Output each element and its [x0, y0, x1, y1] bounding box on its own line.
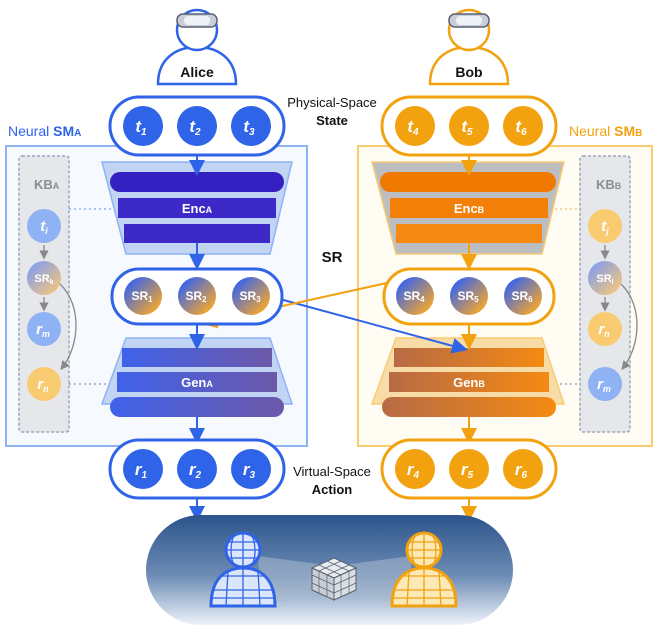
state-t6: t6 [503, 106, 543, 146]
svg-text:SR1: SR1 [131, 289, 153, 304]
sr-5: SR5 [450, 277, 488, 315]
kb-a-item-rn: rn [27, 367, 61, 401]
bob-vr-avatar-icon [390, 531, 458, 608]
svg-text:r4: r4 [407, 460, 420, 481]
action-r3: r3 [231, 449, 271, 489]
bob-name: Bob [455, 64, 482, 80]
generator-a: GenA [100, 337, 294, 417]
state-t1: t1 [123, 106, 163, 146]
alice-state-pill: t1 t2 t3 [108, 95, 286, 157]
svg-text:rn: rn [598, 321, 610, 339]
svg-text:GenB: GenB [453, 375, 485, 390]
encoder-b: EncB [371, 161, 565, 255]
svg-text:SR4: SR4 [403, 289, 425, 304]
svg-text:rm: rm [597, 376, 611, 394]
kb-a-title: KBA [34, 177, 60, 192]
svg-text:t3: t3 [243, 117, 255, 138]
svg-text:t4: t4 [407, 117, 419, 138]
svg-text:t6: t6 [515, 117, 527, 138]
sr-3: SR3 [232, 277, 270, 315]
kb-a-curve [59, 283, 77, 371]
virtual-world [146, 515, 513, 625]
svg-text:SR5: SR5 [457, 289, 479, 304]
kb-b-item-tj: tj [588, 209, 622, 243]
svg-text:r6: r6 [515, 460, 528, 481]
kb-b-item-srl: SRl [588, 261, 622, 295]
svg-text:r1: r1 [135, 460, 148, 481]
svg-text:rn: rn [37, 376, 49, 394]
alice-name: Alice [180, 64, 214, 80]
svg-text:t2: t2 [189, 117, 201, 138]
alice-sr-pill: SR1 SR2 SR3 [110, 267, 284, 326]
kb-a-item-ti: ti [27, 209, 61, 243]
svg-text:ti: ti [40, 218, 48, 236]
neural-sm-a-label: Neural SMA [8, 123, 81, 139]
encoder-a: EncA [101, 161, 293, 255]
svg-text:GenA: GenA [181, 375, 213, 390]
sr-1: SR1 [124, 277, 162, 315]
neural-sm-b-label: Neural SMB [569, 123, 642, 139]
action-label: Action [312, 482, 353, 497]
svg-text:SR3: SR3 [239, 289, 261, 304]
state-t4: t4 [395, 106, 435, 146]
bob-sr-pill: SR4 SR5 SR6 [382, 267, 556, 326]
arrow-sr-alice-to-bob [275, 297, 468, 354]
cube-icon [310, 557, 358, 601]
alice-vr-avatar-icon [209, 531, 277, 608]
bob-state-pill: t4 t5 t6 [380, 95, 558, 157]
kb-b-item-rn: rn [588, 312, 622, 346]
svg-text:SRk: SRk [34, 273, 53, 286]
sr-6: SR6 [504, 277, 542, 315]
action-r5: r5 [449, 449, 489, 489]
sr-label: SR [322, 249, 343, 266]
kb-a-item-rm: rm [27, 312, 61, 346]
svg-text:EncB: EncB [454, 201, 485, 216]
bob-action-pill: r4 r5 r6 [380, 438, 558, 500]
state-t2: t2 [177, 106, 217, 146]
alice-action-pill: r1 r2 r3 [108, 438, 286, 500]
svg-text:SR2: SR2 [185, 289, 207, 304]
svg-text:r3: r3 [243, 460, 256, 481]
svg-text:r5: r5 [461, 460, 474, 481]
svg-text:SR6: SR6 [511, 289, 533, 304]
state-label: State [316, 113, 348, 128]
sr-2: SR2 [178, 277, 216, 315]
generator-b: GenB [370, 337, 566, 417]
kb-b-item-rm: rm [588, 367, 622, 401]
svg-text:t5: t5 [461, 117, 473, 138]
svg-text:SRl: SRl [596, 273, 613, 286]
action-r4: r4 [395, 449, 435, 489]
action-r6: r6 [503, 449, 543, 489]
svg-text:EncA: EncA [182, 201, 213, 216]
alice-avatar: Alice [156, 8, 238, 86]
sr-4: SR4 [396, 277, 434, 315]
action-r1: r1 [123, 449, 163, 489]
kb-b-title: KBB [596, 177, 622, 192]
svg-text:rm: rm [36, 321, 50, 339]
bob-avatar: Bob [428, 8, 510, 86]
action-r2: r2 [177, 449, 217, 489]
virtual-space-label: Virtual-Space [293, 464, 371, 479]
physical-space-label: Physical-Space [287, 95, 377, 110]
svg-text:t1: t1 [135, 117, 147, 138]
state-t5: t5 [449, 106, 489, 146]
kb-a-item-srk: SRk [27, 261, 61, 295]
kb-b-curve [620, 283, 638, 371]
svg-text:r2: r2 [189, 460, 202, 481]
svg-text:tj: tj [601, 218, 609, 236]
state-t3: t3 [231, 106, 271, 146]
